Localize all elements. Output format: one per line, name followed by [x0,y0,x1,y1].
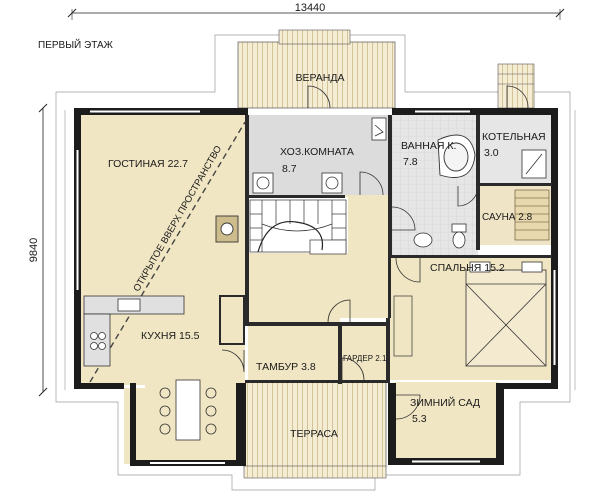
vestibule-floor [248,326,338,382]
winter-garden-floor [393,382,499,460]
dimension-width: 13440 [67,2,565,20]
winter-garden-label: ЗИМНИЙ САД [410,396,480,409]
toilet-icon [451,223,467,249]
boiler-label: КОТЕЛЬНАЯ [482,131,546,143]
kitchen-counter [83,295,185,367]
fireplace-icon [215,215,239,243]
bathroom-label: ВАННАЯ К. [401,140,456,152]
staircase [249,199,347,255]
dimension-height: 9840 [28,103,48,397]
wardrobe-floor [342,326,388,382]
boiler-unit-icon [521,149,547,179]
veranda-label: ВЕРАНДА [295,72,344,84]
interior-walls [219,115,552,384]
sauna-bench-icon [514,189,550,241]
sink-icon [413,232,433,248]
terrace-step [243,465,387,479]
doors [221,85,529,420]
floor-label: ПЕРВЫЙ ЭТАЖ [38,38,114,51]
utility-area: 8.7 [282,163,297,175]
dining-table-icon [159,379,217,441]
dimension-height-label: 9840 [28,238,40,262]
utility-label: ХОЗ.КОМНАТА [280,146,354,158]
winter-garden-area: 5.3 [412,413,427,425]
living-kitchen-floor [80,115,390,385]
wardrobe-label: ГАРДЕР 2.1 [343,354,387,363]
veranda-step [278,29,351,45]
washer-icon [252,172,343,194]
utility-sink-icon [371,117,387,141]
bedroom-label: СПАЛЬНЯ 15.2 [430,262,505,274]
bathroom-area: 7.8 [403,156,418,168]
bathroom-floor [392,115,478,255]
boiler-area: 3.0 [484,147,499,159]
dimension-width-label: 13440 [295,2,326,14]
boiler-steps [497,63,535,109]
open-space-dashed-line [89,121,246,383]
bathtub-icon [437,134,476,178]
terrace-deck [243,381,387,469]
sauna-label: САУНА 2.8 [482,212,533,223]
terrace-label: ТЕРРАСА [290,428,338,440]
bed-icon [465,261,547,367]
kitchen-label: КУХНЯ 15.5 [141,330,200,342]
veranda-deck [237,41,396,109]
living-label: ГОСТИНАЯ 22.7 [108,158,188,170]
wardrobe-bedroom-icon [393,295,413,357]
vestibule-label: ТАМБУР 3.8 [256,361,316,373]
windows [76,110,556,464]
